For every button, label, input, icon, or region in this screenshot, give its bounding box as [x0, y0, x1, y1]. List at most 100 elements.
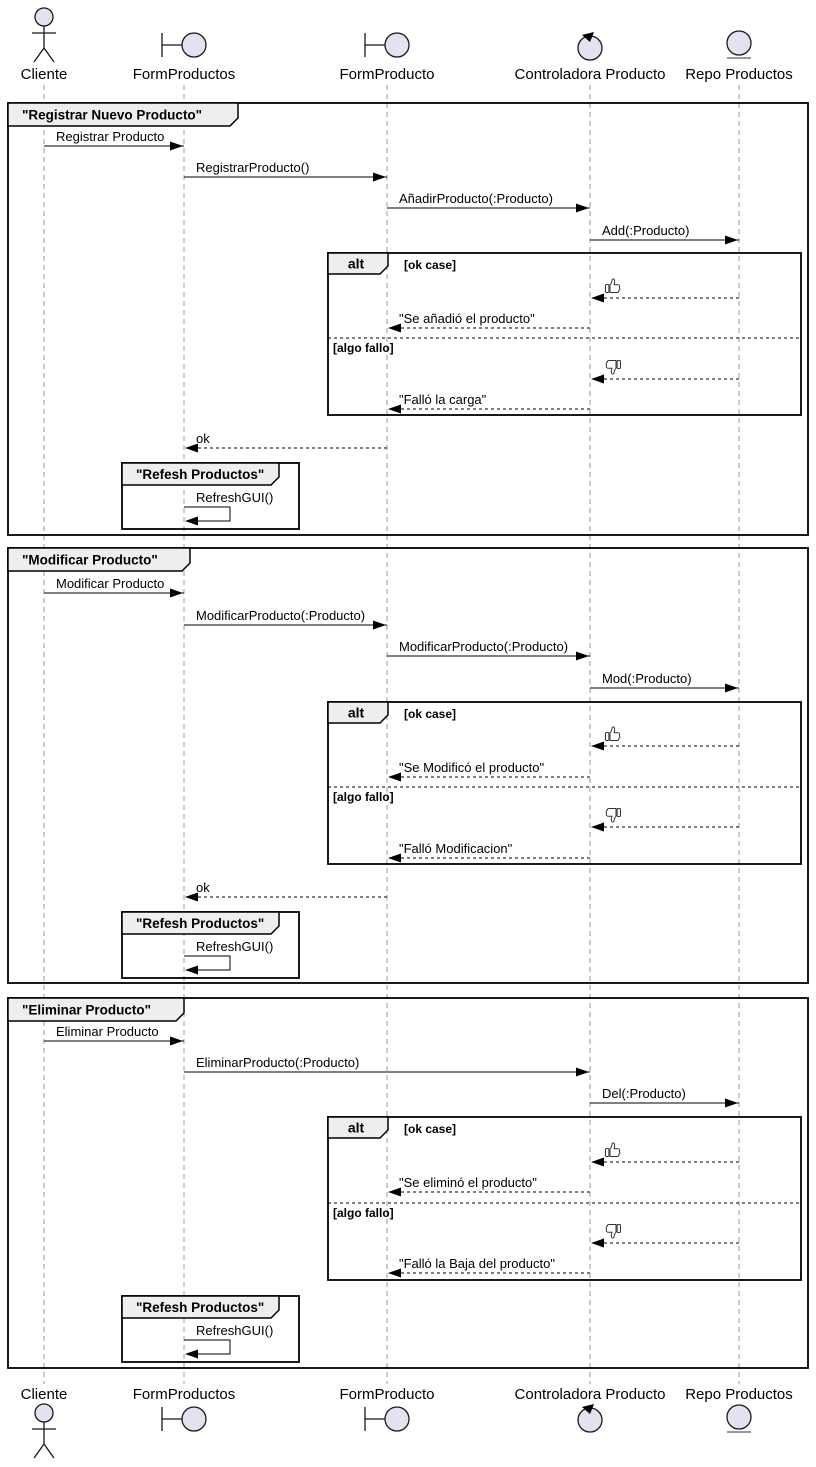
arrowhead	[170, 141, 183, 151]
message: AñadirProducto(:Producto)	[387, 191, 590, 213]
participant-cliente-top: Cliente	[21, 7, 68, 83]
message-label: "Se Modificó el producto"	[399, 760, 544, 775]
message	[590, 360, 739, 384]
guard-condition: [algo fallo]	[333, 1206, 394, 1220]
message-label: "Falló la Baja del producto"	[399, 1256, 555, 1271]
alt-label-tab	[327, 701, 389, 724]
message: Eliminar Producto	[44, 1024, 184, 1046]
self-message-line	[184, 1339, 231, 1355]
participant-name: Controladora Producto	[515, 1386, 666, 1403]
message	[590, 1224, 739, 1248]
arrowhead	[185, 516, 198, 526]
alt-label: alt	[348, 256, 365, 272]
frame-title-tab	[7, 547, 191, 572]
guard-condition: [algo fallo]	[333, 341, 394, 355]
arrowhead	[591, 1157, 604, 1167]
thumb-down-icon	[605, 1224, 621, 1239]
participant-name: Repo Productos	[685, 1386, 793, 1403]
lifelines	[43, 85, 740, 1384]
frame-title: "Registrar Nuevo Producto"	[22, 108, 202, 123]
message: "Falló la Baja del producto"	[387, 1256, 590, 1278]
message-label: RefreshGUI()	[196, 1323, 273, 1338]
thumb-down-icon	[605, 808, 621, 823]
arrowhead	[725, 235, 738, 245]
participant-name: Cliente	[21, 66, 68, 83]
arrowhead	[725, 1098, 738, 1108]
thumb-up-icon	[605, 278, 621, 293]
message: Mod(:Producto)	[590, 671, 739, 693]
message: EliminarProducto(:Producto)	[184, 1055, 590, 1077]
alt-border	[327, 701, 802, 865]
message-label: ModificarProducto(:Producto)	[196, 608, 365, 623]
message	[590, 808, 739, 832]
participant-cliente-bottom: Cliente	[21, 1386, 67, 1459]
boundary-icon	[364, 1406, 410, 1432]
arrowhead	[591, 1238, 604, 1248]
alt-label-tab	[327, 252, 389, 275]
actor-icon	[32, 1403, 56, 1459]
message: RefreshGUI()	[184, 1323, 273, 1359]
message-label: "Falló la carga"	[399, 392, 487, 407]
group-title: "Refesh Productos"	[136, 916, 264, 931]
message-label: "Se añadió el producto"	[399, 311, 535, 326]
participant-name: FormProductos	[133, 66, 236, 83]
arrowhead	[185, 965, 198, 975]
message-label: Eliminar Producto	[56, 1024, 159, 1039]
message: ok	[184, 431, 387, 453]
group-refesh-productos: "Refesh Productos"	[121, 462, 300, 530]
participant-formproductos-top: FormProductos	[133, 32, 236, 83]
frame-title-tab	[7, 997, 185, 1022]
alt-fragment: alt [ok case] [algo fallo]	[327, 252, 802, 416]
control-icon	[577, 32, 603, 61]
guard-condition: [ok case]	[404, 258, 456, 272]
message: ok	[184, 880, 387, 902]
message: Del(:Producto)	[590, 1086, 739, 1108]
arrowhead	[185, 1349, 198, 1359]
alt-label: alt	[348, 1120, 365, 1136]
message-label: Del(:Producto)	[602, 1086, 686, 1101]
frame-border	[7, 102, 809, 536]
frame-border	[7, 997, 809, 1369]
arrowhead	[185, 443, 198, 453]
message-label: ok	[196, 431, 210, 446]
arrowhead	[591, 741, 604, 751]
arrowhead	[576, 203, 589, 213]
message: RegistrarProducto()	[184, 160, 387, 182]
group-refesh-productos: "Refesh Productos"	[121, 1295, 300, 1363]
arrowhead	[725, 683, 738, 693]
frame-title: "Eliminar Producto"	[22, 1003, 151, 1018]
group-title-tab	[121, 462, 280, 486]
message-label: Mod(:Producto)	[602, 671, 692, 686]
alt-fragment: alt[ok case][algo fallo]	[327, 701, 802, 865]
message-label: Registrar Producto	[56, 129, 164, 144]
arrowhead	[170, 588, 183, 598]
arrowhead	[388, 323, 401, 333]
group-title-tab	[121, 911, 280, 935]
arrowhead	[373, 172, 386, 182]
frame-eliminar-producto: "Eliminar Producto"alt[ok case][algo fal…	[7, 997, 809, 1369]
message: ModificarProducto(:Producto)	[387, 639, 590, 661]
frame-border	[7, 547, 809, 984]
message: Modificar Producto	[44, 576, 184, 598]
arrowhead	[388, 404, 401, 414]
thumb-up-icon	[605, 726, 621, 741]
alt-label-tab	[327, 1116, 389, 1139]
message: "Falló Modificacion"	[387, 841, 590, 863]
arrowhead	[591, 822, 604, 832]
thumb-down-icon	[605, 360, 621, 375]
boundary-icon	[161, 1406, 207, 1432]
message-label: RefreshGUI()	[196, 939, 273, 954]
self-message-line	[184, 506, 231, 522]
frame-modificar-producto: "Modificar Producto" alt[ok case][algo fa…	[7, 547, 809, 984]
frame-title: "Modificar Producto"	[22, 553, 158, 568]
message	[590, 278, 739, 303]
arrowhead	[576, 651, 589, 661]
control-icon	[577, 1404, 603, 1433]
message-label: Add(:Producto)	[602, 223, 689, 238]
message: "Se Modificó el producto"	[387, 760, 590, 782]
message: Registrar Producto	[44, 129, 184, 151]
message-label: ok	[196, 880, 210, 895]
group-title: "Refesh Productos"	[136, 467, 264, 482]
